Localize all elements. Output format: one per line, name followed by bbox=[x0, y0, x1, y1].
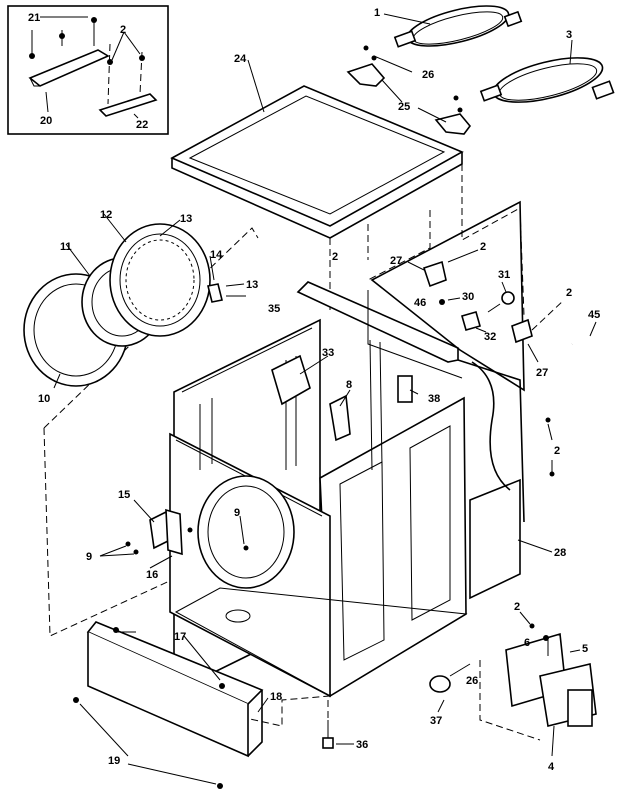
callout-24: 24 bbox=[234, 53, 247, 65]
callout-12: 12 bbox=[100, 209, 112, 221]
hardware-inset bbox=[7, 5, 169, 135]
door-assembly bbox=[23, 213, 246, 389]
callout-9-b: 9 bbox=[234, 507, 240, 519]
callout-14: 14 bbox=[210, 249, 223, 261]
callout-13: 13 bbox=[180, 213, 192, 225]
callout-2-inset: 2 bbox=[120, 24, 126, 36]
callout-27-b: 27 bbox=[536, 367, 548, 379]
callout-38: 38 bbox=[428, 393, 440, 405]
inlet-hose-3 bbox=[479, 39, 615, 103]
screw-icon bbox=[29, 17, 145, 105]
callout-9-a: 9 bbox=[86, 551, 92, 563]
callout-8: 8 bbox=[346, 379, 352, 391]
callout-46: 46 bbox=[414, 297, 426, 309]
kick-panel-18 bbox=[73, 621, 269, 789]
inlet-hose-1 bbox=[383, 5, 523, 48]
rear-components bbox=[407, 249, 605, 757]
callout-15: 15 bbox=[118, 489, 130, 501]
callout-33: 33 bbox=[322, 347, 334, 359]
callout-1: 1 bbox=[374, 7, 380, 19]
callout-2-right: 2 bbox=[480, 241, 486, 253]
callout-4: 4 bbox=[548, 761, 555, 773]
callout-16: 16 bbox=[146, 569, 158, 581]
callout-32: 32 bbox=[484, 331, 496, 343]
callout-labels: 21 2 20 22 1 3 24 26 25 12 13 11 14 13 1… bbox=[28, 7, 600, 773]
door-hinge bbox=[99, 499, 249, 569]
cabinet-body bbox=[169, 200, 525, 698]
callout-3: 3 bbox=[566, 29, 572, 41]
top-brackets bbox=[346, 45, 472, 135]
callout-35: 35 bbox=[268, 303, 280, 315]
callout-36: 36 bbox=[356, 739, 368, 751]
callout-27-a: 27 bbox=[390, 255, 402, 267]
callout-13-b: 13 bbox=[246, 279, 258, 291]
callout-2-right2: 2 bbox=[566, 287, 572, 299]
callout-6: 6 bbox=[524, 637, 530, 649]
callout-2-top: 2 bbox=[332, 251, 338, 263]
callout-37: 37 bbox=[430, 715, 442, 727]
leveling-foot bbox=[322, 720, 354, 749]
callout-5: 5 bbox=[582, 643, 588, 655]
callout-2-side: 2 bbox=[554, 445, 560, 457]
callout-21: 21 bbox=[28, 12, 40, 24]
callout-25: 25 bbox=[398, 101, 410, 113]
callout-19: 19 bbox=[108, 755, 120, 767]
callout-28: 28 bbox=[554, 547, 566, 559]
callout-11: 11 bbox=[60, 241, 72, 253]
callout-2-bottom: 2 bbox=[514, 601, 520, 613]
callout-31: 31 bbox=[498, 269, 510, 281]
callout-45: 45 bbox=[588, 309, 600, 321]
callout-26-b: 26 bbox=[466, 675, 478, 687]
callout-22: 22 bbox=[136, 119, 148, 131]
callout-30: 30 bbox=[462, 291, 474, 303]
callout-18: 18 bbox=[270, 691, 282, 703]
top-panel-24 bbox=[170, 59, 464, 239]
callout-10: 10 bbox=[38, 393, 50, 405]
callout-17: 17 bbox=[174, 631, 186, 643]
callout-20: 20 bbox=[40, 115, 52, 127]
callout-26: 26 bbox=[422, 69, 434, 81]
